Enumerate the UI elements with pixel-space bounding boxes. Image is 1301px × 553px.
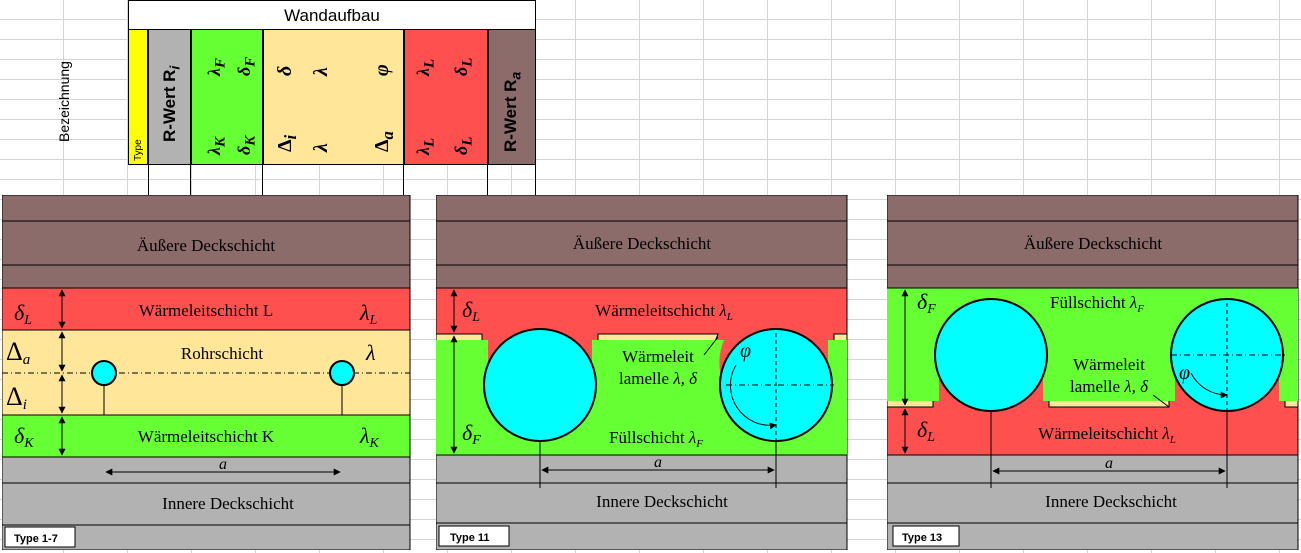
lambda-l-bottom-label: λL [413, 137, 438, 155]
panel-type-11: Äußere Deckschicht Wärmeleitschicht λL φ… [436, 195, 848, 550]
lambda-f-label: λF [204, 57, 229, 76]
row-label: Bezeichnung [56, 61, 72, 142]
p3-type-badge[interactable]: Type 13 [902, 532, 942, 544]
p1-heat-layer-label: Wärmeleitschicht L [139, 301, 274, 320]
type-label: Type [133, 139, 144, 161]
p1-delta-i: Δi [6, 382, 27, 413]
panel-type-13: Äußere Deckschicht φ Füllschicht λF Wärm… [887, 195, 1299, 550]
row-label-cell[interactable]: Bezeichnung [50, 30, 80, 165]
p1-a-label: a [219, 456, 227, 473]
pipe-icon [329, 360, 355, 386]
lambda-label-bottom: λ [310, 143, 332, 152]
p2-inner-label: Innere Deckschicht [596, 492, 728, 511]
r-inner-label: R-Wert Ri [160, 65, 184, 142]
p3-outer-label: Äußere Deckschicht [1024, 234, 1163, 253]
pipe-icon [934, 298, 1048, 412]
p1-outer-label: Äußere Deckschicht [137, 236, 276, 255]
delta-f-label: δF [234, 56, 259, 76]
p2-fill-layer-label: Füllschicht λF [609, 428, 703, 450]
col-pipe[interactable]: δ λ φ Δi λ Δa [263, 30, 404, 165]
p3-heat-layer-label: Wärmeleitschicht λL [1038, 424, 1176, 446]
p2-outer-label: Äußere Deckschicht [573, 234, 712, 253]
col-heat[interactable]: λL δL λL δL [404, 30, 488, 165]
p2-a-label: a [654, 454, 662, 471]
r-outer-label: R-Wert Ra [501, 71, 525, 152]
p1-inner-label: Innere Deckschicht [162, 494, 294, 513]
pipe-icon [483, 328, 597, 442]
delta-i-label: Δi [274, 134, 300, 152]
p1-k-layer-label: Wärmeleitschicht K [138, 427, 275, 446]
delta-l-top-label: δL [451, 57, 476, 76]
p2-phi: φ [740, 340, 751, 362]
p2-type-badge[interactable]: Type 11 [450, 532, 490, 544]
p3-fill-layer-label: Füllschicht λF [1050, 293, 1144, 315]
phi-label: φ [371, 64, 393, 76]
delta-label: δ [274, 65, 296, 76]
p3-lamella-line-2: lamelle λ, δ [1070, 377, 1149, 396]
delta-a-label: Δa [371, 131, 397, 152]
pipe-icon [91, 360, 117, 386]
p3-phi: φ [1179, 362, 1190, 384]
col-fill[interactable]: λF δF λK δK [191, 30, 263, 165]
lambda-l-top-label: λL [413, 58, 438, 76]
p2-lamella-line-1: Wärmeleit [622, 347, 694, 366]
p1-lambda: λ [365, 340, 376, 365]
p1-pipe-layer-label: Rohrschicht [181, 344, 263, 363]
lambda-label-top: λ [310, 67, 332, 76]
col-r-inner[interactable]: R-Wert Ri [148, 30, 191, 165]
lambda-k-label: λK [204, 136, 229, 155]
delta-k-label: δK [234, 135, 259, 155]
p2-lamella-line-2: lamelle λ, δ [619, 369, 698, 388]
header-group-title[interactable]: Wandaufbau [128, 0, 536, 30]
col-type[interactable]: Type [128, 30, 148, 165]
p2-heat-layer-label: Wärmeleitschicht λL [595, 301, 733, 323]
p3-lamella-line-1: Wärmeleit [1073, 355, 1145, 374]
delta-l-bottom-label: δL [451, 136, 476, 155]
p3-inner-label: Innere Deckschicht [1045, 492, 1177, 511]
p1-type-badge[interactable]: Type 1-7 [14, 533, 58, 545]
col-r-outer[interactable]: R-Wert Ra [488, 30, 536, 165]
panel-type-1-7: Äußere Deckschicht Wärmeleitschicht L Ro… [2, 195, 411, 550]
p3-a-label: a [1105, 455, 1113, 472]
